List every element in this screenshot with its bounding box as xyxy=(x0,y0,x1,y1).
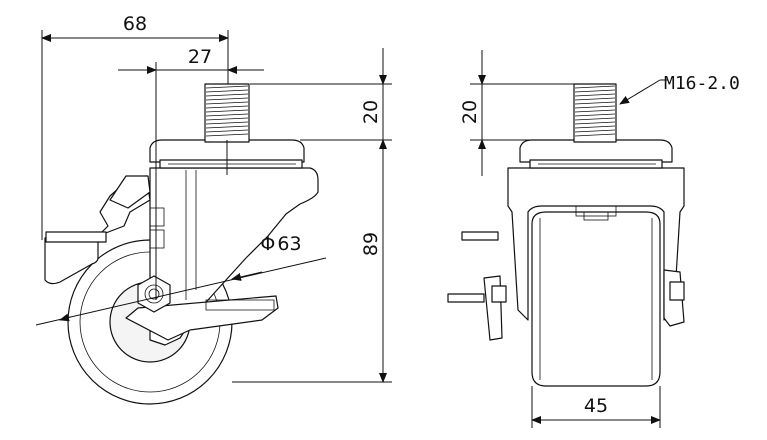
thread-spec-label: M16-2.0 xyxy=(664,73,740,94)
dim-stem-height-left: 20 xyxy=(360,48,387,176)
dim-wheel-width: 45 xyxy=(531,395,661,424)
dim-overall-height: 89 xyxy=(360,140,387,383)
dim-wheel-diameter-label: 63 xyxy=(277,233,301,255)
dim-overall-height-label: 89 xyxy=(360,232,382,256)
front-wheel xyxy=(531,211,661,387)
dim-wheel-width-label: 45 xyxy=(584,395,608,417)
side-fork xyxy=(149,167,319,346)
side-extension-lines xyxy=(41,30,392,383)
dim-overall-width: 68 xyxy=(41,13,229,42)
side-threaded-stem xyxy=(204,83,250,143)
dim-stem-height-left-label: 20 xyxy=(360,100,382,124)
side-axle-nut xyxy=(137,275,171,313)
front-view: 20 45 M16-2.0 xyxy=(447,50,740,428)
dim-stem-height-right-label: 20 xyxy=(459,100,481,124)
svg-text:Φ63: Φ63 xyxy=(260,233,301,255)
dim-stem-height-right: 20 xyxy=(459,50,486,176)
side-brake-pedal xyxy=(44,175,151,285)
diameter-symbol: Φ xyxy=(260,233,275,255)
dim-offset: 27 xyxy=(118,46,264,74)
front-swivel-plate xyxy=(519,139,673,169)
front-brake xyxy=(447,231,685,341)
front-threaded-stem xyxy=(573,83,617,143)
thread-callout: M16-2.0 xyxy=(619,73,740,105)
dim-offset-label: 27 xyxy=(188,46,212,68)
dim-overall-width-label: 68 xyxy=(123,13,147,35)
